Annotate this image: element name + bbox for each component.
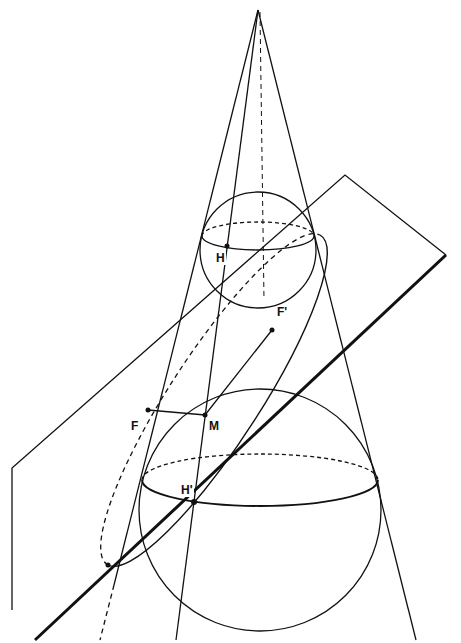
ellipse-vertex: [106, 563, 111, 568]
section-ellipse-front: [108, 235, 327, 566]
large-contact-circle-back: [142, 454, 378, 480]
point-m: [203, 413, 208, 418]
cone-left-generator: [114, 10, 258, 585]
focal-radii: [148, 330, 272, 415]
point-label: H': [180, 484, 194, 497]
point-label: H: [215, 252, 226, 265]
cone-right-generator: [258, 10, 416, 640]
generator-through-m: [176, 10, 258, 640]
point-f-prime: [270, 328, 275, 333]
section-ellipse-back: [101, 234, 320, 565]
large-sphere: [139, 389, 381, 631]
point-h-prime: [191, 499, 197, 505]
small-contact-circle-front: [202, 236, 314, 250]
small-contact-circle-back: [202, 222, 314, 236]
point-f: [146, 408, 151, 413]
cone-axis: [260, 12, 264, 300]
plane-front-edge: [35, 255, 446, 640]
cone-left-generator-hidden: [100, 585, 114, 640]
point-label: M: [208, 420, 220, 433]
point-label: F: [130, 420, 139, 433]
large-contact-circle-front: [142, 480, 378, 506]
small-sphere: [200, 192, 316, 308]
point-label: F': [276, 306, 288, 319]
point-h: [225, 244, 230, 249]
